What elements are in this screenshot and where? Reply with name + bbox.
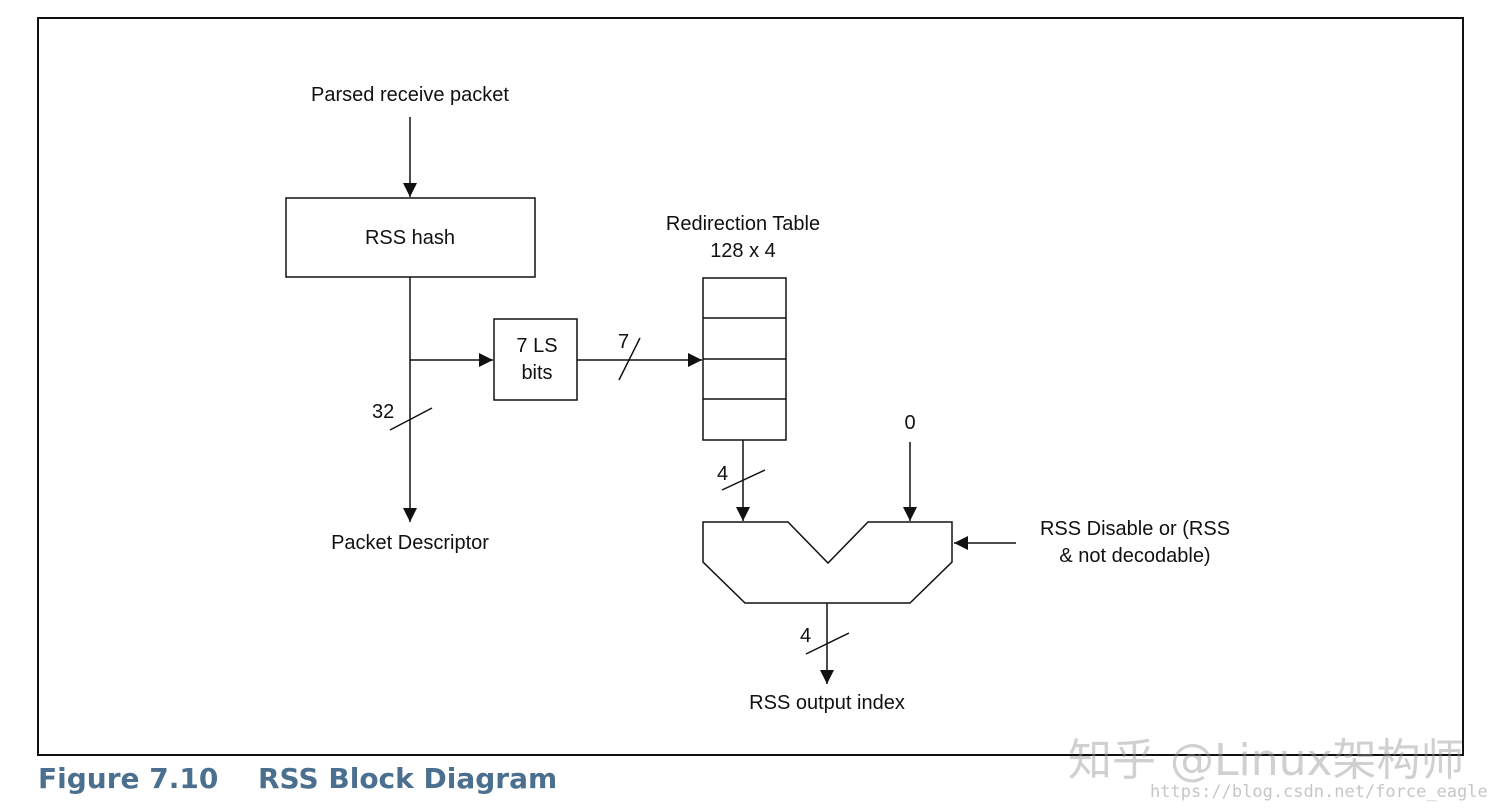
rss-hash-label: RSS hash xyxy=(365,227,455,249)
ls-bits-line1: 7 LS xyxy=(516,335,557,357)
table-title: Redirection Table xyxy=(666,213,820,235)
descriptor-label: Packet Descriptor xyxy=(331,532,489,554)
watermark-url: https://blog.csdn.net/force_eagle xyxy=(1150,782,1488,802)
ls-bits-box xyxy=(493,318,578,401)
diagram-frame xyxy=(37,17,1464,756)
bus-slash-32 xyxy=(389,407,433,431)
figure-number: Figure 7.10 xyxy=(38,762,219,795)
zero-input-label: 0 xyxy=(904,412,915,434)
bus-slash-7 xyxy=(618,337,641,381)
figure-caption: Figure 7.10 RSS Block Diagram xyxy=(38,762,557,795)
bus-width-32: 32 xyxy=(372,401,394,423)
bus-slash-4-out xyxy=(805,632,850,655)
disable-label-line1: RSS Disable or (RSS xyxy=(1040,518,1230,540)
bus-width-4-table: 4 xyxy=(717,463,728,485)
disable-label-line2: & not decodable) xyxy=(1059,545,1210,567)
bus-slash-4-table xyxy=(721,469,766,491)
rss-mux xyxy=(702,521,953,604)
figure-title: RSS Block Diagram xyxy=(258,762,558,795)
output-label: RSS output index xyxy=(749,692,905,714)
bus-width-4-out: 4 xyxy=(800,625,811,647)
table-size: 128 x 4 xyxy=(710,240,776,262)
watermark-brand: 知乎 @Linux架构师 xyxy=(1068,735,1465,786)
input-label: Parsed receive packet xyxy=(311,84,509,106)
bus-width-7: 7 xyxy=(618,331,629,353)
rss-hash-box xyxy=(285,197,536,278)
ls-bits-line2: bits xyxy=(521,362,552,384)
redirection-table xyxy=(702,277,787,441)
